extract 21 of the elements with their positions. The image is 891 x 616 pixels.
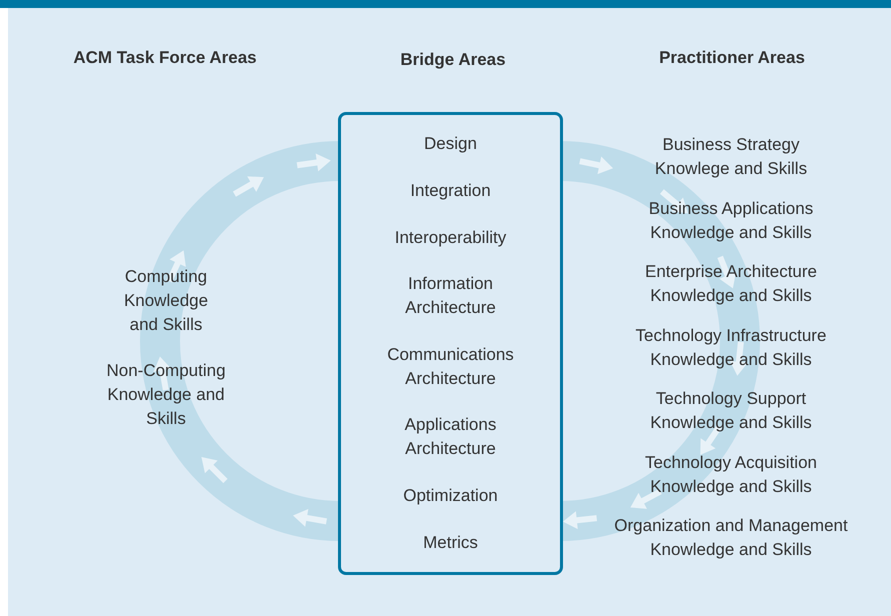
area-label: Technology Infrastructure Knowledge and Skills — [634, 325, 828, 371]
area-name: Applications Architecture — [404, 414, 498, 460]
area-name: Information Architecture — [404, 273, 497, 320]
area-label: Non-Computing Knowledge and Skills — [105, 360, 227, 430]
column-heading: Practitioner Areas — [659, 47, 805, 69]
area-name: Interoperability — [394, 226, 508, 249]
area-label: Enterprise Architecture Knowledge and Skills — [644, 261, 818, 307]
area-name: Metrics — [422, 532, 479, 554]
area-name: Design — [423, 133, 478, 156]
area-label: Technology Acquisition Knowledge and Skills — [644, 452, 818, 498]
area-name: Optimization — [402, 485, 499, 508]
column-heading: ACM Task Force Areas — [73, 47, 257, 69]
area-label: Organization and Management Knowledge and Skills — [613, 515, 849, 561]
area-name: Communications Architecture — [386, 344, 515, 390]
area-name: Integration — [409, 180, 492, 202]
area-label: Computing Knowledge and Skills — [122, 266, 210, 336]
area-label: Technology Support Knowledge and Skills — [649, 388, 813, 434]
area-label: Business Strategy Knowlege and Skills — [654, 134, 808, 180]
bridge-areas-box — [338, 112, 563, 575]
column-heading: Bridge Areas — [400, 49, 506, 71]
area-label: Business Applications Knowledge and Skills — [648, 198, 814, 244]
